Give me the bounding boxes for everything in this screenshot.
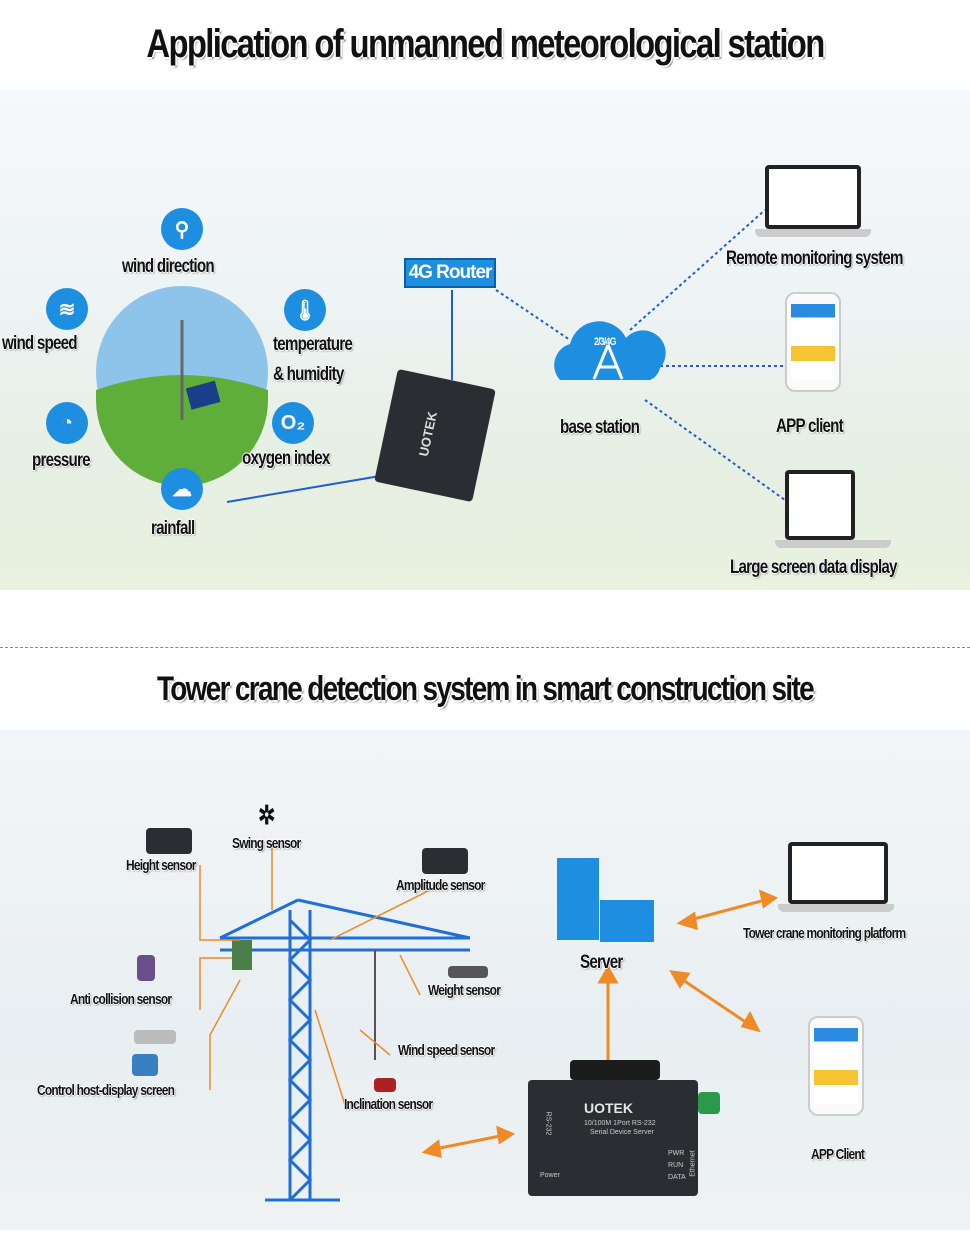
output-label: Tower crane monitoring platform [743, 925, 906, 942]
inclination-sensor-image [374, 1078, 396, 1092]
power-label: Power [540, 1172, 560, 1179]
output-label: APP Client [811, 1146, 865, 1163]
tower-crane [219, 898, 471, 1202]
server-label: Server [580, 952, 623, 973]
weight-sensor-image [448, 966, 488, 978]
base-remote-link [629, 209, 766, 331]
gauge-icon: ◔ [46, 402, 88, 444]
section2-title: Tower crane detection system in smart co… [156, 670, 815, 708]
sensor-leader-lines [199, 848, 441, 1106]
large-screen-image [775, 470, 891, 548]
height-sensor-image [146, 828, 192, 854]
sensor-label: Anti collision sensor [70, 991, 172, 1008]
sensor-label: Swing sensor [232, 835, 301, 852]
amplitude-sensor-image [422, 848, 468, 874]
rain-cloud-icon: ☁ [161, 468, 203, 510]
sensor-label: pressure [32, 450, 91, 471]
display-screen-image [132, 1054, 158, 1076]
laptop-image [755, 165, 871, 237]
crane-diagram [199, 848, 779, 1202]
control-host-image [134, 1030, 176, 1044]
sensor-label: Wind speed sensor [398, 1042, 495, 1059]
sensor-label: Weight sensor [428, 982, 501, 999]
device-brand: UOTEK [415, 410, 440, 458]
data-arrows [421, 889, 779, 1159]
power-terminal [698, 1092, 720, 1114]
wind-icon: ≋ [46, 288, 88, 330]
run-led-label: RUN [668, 1162, 684, 1169]
sensor-link [226, 475, 381, 503]
section1-connections [96, 209, 786, 503]
sensor-label: temperature [273, 334, 353, 355]
output-label: Large screen data display [730, 557, 898, 578]
swing-sensor-icon: ✲ [258, 800, 275, 830]
data-led-label: DATA [668, 1174, 686, 1181]
uotek-device: UOTEK 10/100M 1Port RS-232 Serial Device… [528, 1080, 698, 1196]
device-model-2: Serial Device Server [590, 1129, 654, 1136]
sensor-label: oxygen index [242, 448, 330, 469]
sensor-label: wind direction [122, 256, 215, 277]
o2-icon: O₂ [272, 402, 314, 444]
output-label: Remote monitoring system [726, 248, 904, 269]
sensor-label: & humidity [273, 364, 344, 385]
base-screen-link [644, 399, 786, 501]
section2-background [0, 730, 970, 1230]
wind-vane-icon: ⚲ [161, 208, 203, 250]
thermometer-icon: 🌡 [284, 289, 326, 331]
device-brand: UOTEK [584, 1100, 633, 1116]
output-label: APP client [776, 416, 844, 437]
phone-image [808, 1016, 864, 1116]
sensor-label: Height sensor [126, 857, 196, 874]
sensor-label: wind speed [2, 333, 78, 354]
router-base-link [495, 289, 571, 341]
server-icon [557, 858, 599, 940]
sensor-label: Amplitude sensor [396, 877, 485, 894]
anti-collision-sensor-image [137, 955, 155, 981]
base-station-label: base station [560, 417, 640, 438]
phone-image [785, 292, 841, 392]
ethernet-label: Ethernet [689, 1150, 697, 1177]
laptop-image [778, 842, 894, 912]
pwr-led-label: PWR [668, 1150, 685, 1157]
sensor-label: rainfall [151, 518, 195, 539]
router-label: 4G Router [404, 258, 496, 288]
rs232-label: RS-232 [544, 1111, 552, 1136]
sensor-label: Inclination sensor [344, 1096, 433, 1113]
base-station-badge: 2/3/4G [594, 336, 616, 348]
mount-bracket [570, 1060, 660, 1080]
antenna-tower-icon [592, 344, 624, 380]
device-model: 10/100M 1Port RS-232 [584, 1120, 656, 1127]
section-divider [0, 647, 970, 648]
section1-title: Application of unmanned meteorological s… [146, 22, 825, 66]
sensor-label: Control host-display screen [37, 1082, 175, 1099]
